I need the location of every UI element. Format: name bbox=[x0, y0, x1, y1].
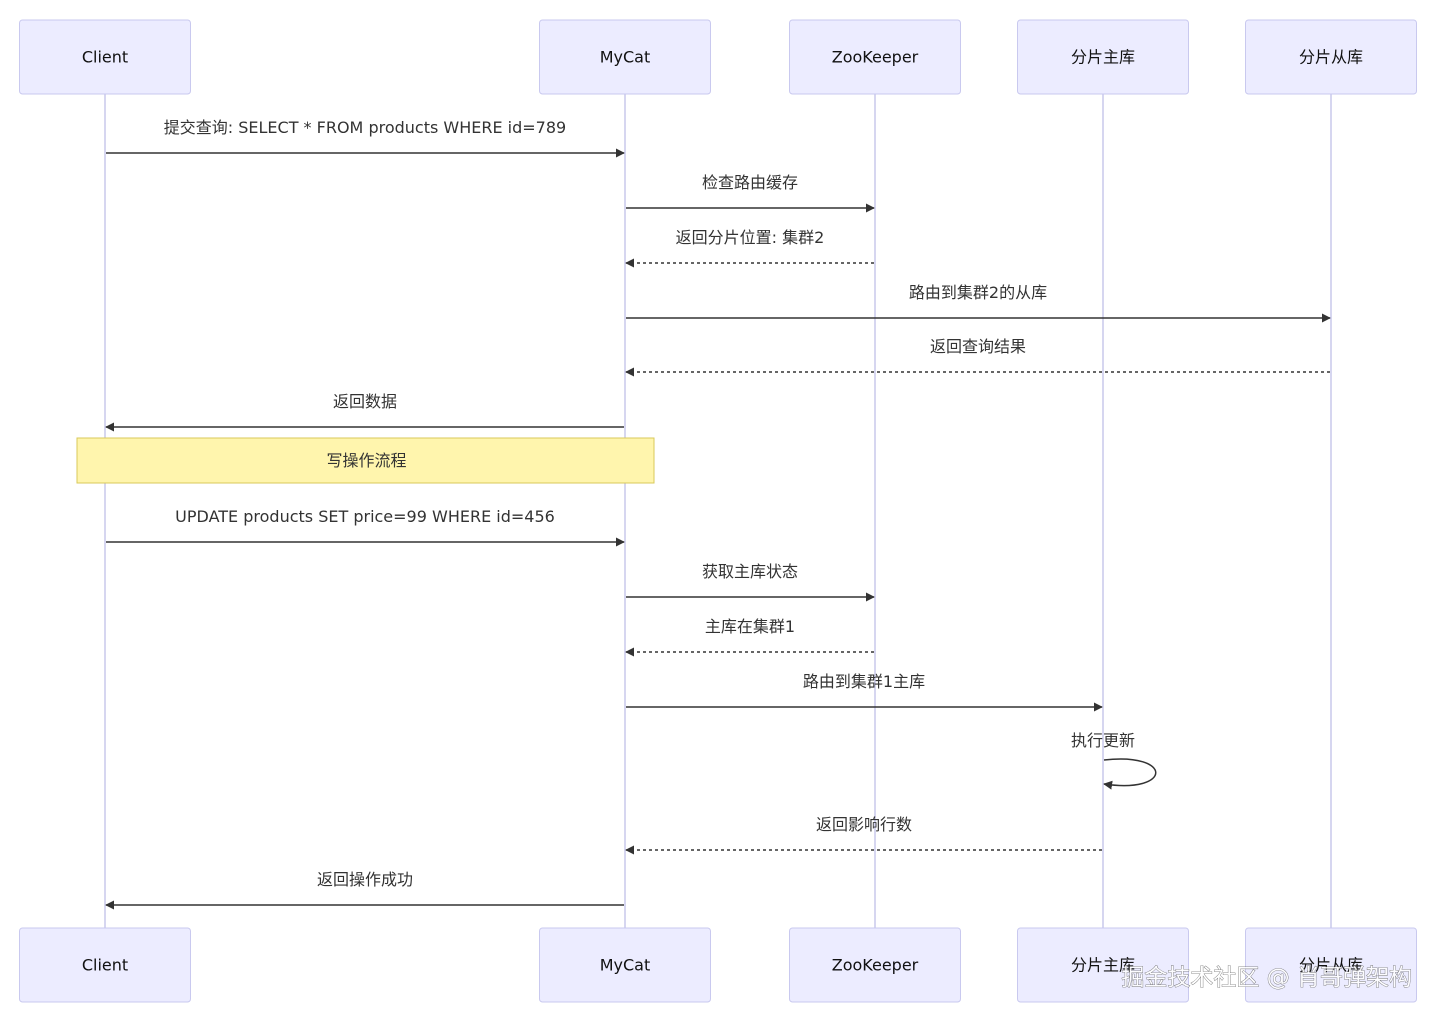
message-m8: 获取主库状态 bbox=[626, 562, 875, 602]
messages: 提交查询: SELECT * FROM products WHERE id=78… bbox=[105, 118, 1331, 910]
actor-mycat-bottom[interactable]: MyCat bbox=[539, 927, 711, 1003]
note-label: 写操作流程 bbox=[326, 451, 406, 470]
message-label: 路由到集群1主库 bbox=[803, 672, 925, 691]
actor-box bbox=[539, 927, 711, 1003]
actor-label: 分片主库 bbox=[1071, 48, 1135, 67]
actor-slave-bottom[interactable]: 分片从库 bbox=[1245, 927, 1417, 1003]
message-label: UPDATE products SET price=99 WHERE id=45… bbox=[175, 507, 555, 526]
message-m12: 返回影响行数 bbox=[625, 815, 1102, 855]
message-label: 路由到集群2的从库 bbox=[909, 283, 1047, 302]
actor-label: ZooKeeper bbox=[832, 48, 919, 67]
actors-top: Client MyCat ZooKeeper 分片主库 分片从库 bbox=[19, 19, 1417, 95]
message-m3: 返回分片位置: 集群2 bbox=[625, 228, 874, 268]
message-m7: UPDATE products SET price=99 WHERE id=45… bbox=[106, 507, 625, 547]
actor-box bbox=[1017, 927, 1189, 1003]
actor-master-bottom[interactable]: 分片主库 bbox=[1017, 927, 1189, 1003]
message-label: 返回影响行数 bbox=[816, 815, 912, 834]
message-label: 执行更新 bbox=[1071, 731, 1135, 750]
actor-slave-top[interactable]: 分片从库 bbox=[1245, 19, 1417, 95]
watermark-layer: 掘金技术社区 @ 肖哥弹架构 bbox=[1121, 965, 1412, 992]
actor-box bbox=[1017, 19, 1189, 95]
note-write-flow: 写操作流程 bbox=[76, 437, 655, 484]
message-m4: 路由到集群2的从库 bbox=[626, 283, 1331, 323]
message-label: 返回数据 bbox=[333, 392, 397, 411]
message-m9: 主库在集群1 bbox=[625, 617, 874, 657]
message-label: 返回分片位置: 集群2 bbox=[676, 228, 825, 247]
actor-label: MyCat bbox=[600, 48, 651, 67]
actors-bottom: Client MyCat ZooKeeper 分片主库 分片从库 bbox=[19, 927, 1417, 1003]
actor-label: 分片从库 bbox=[1299, 956, 1363, 975]
watermark: 掘金技术社区 @ 肖哥弹架构 bbox=[1121, 965, 1412, 991]
actor-box bbox=[1245, 19, 1417, 95]
actor-box bbox=[19, 927, 191, 1003]
actor-box bbox=[789, 19, 961, 95]
message-m10: 路由到集群1主库 bbox=[626, 672, 1103, 712]
message-label: 提交查询: SELECT * FROM products WHERE id=78… bbox=[164, 118, 566, 137]
message-label: 检查路由缓存 bbox=[702, 173, 798, 192]
message-label: 获取主库状态 bbox=[702, 562, 798, 581]
message-label: 主库在集群1 bbox=[705, 617, 795, 636]
note-layer: 写操作流程 bbox=[76, 437, 655, 484]
message-label: 返回操作成功 bbox=[317, 870, 413, 889]
actor-zookeeper-top[interactable]: ZooKeeper bbox=[789, 19, 961, 95]
message-m1: 提交查询: SELECT * FROM products WHERE id=78… bbox=[106, 118, 625, 158]
self-message-arrow bbox=[1103, 758, 1157, 790]
lifelines bbox=[104, 94, 1332, 928]
actor-box bbox=[1245, 927, 1417, 1003]
actor-mycat-top[interactable]: MyCat bbox=[539, 19, 711, 95]
actor-label: MyCat bbox=[600, 956, 651, 975]
actor-box bbox=[19, 19, 191, 95]
message-label: 返回查询结果 bbox=[930, 337, 1026, 356]
actor-label: Client bbox=[82, 48, 128, 67]
message-m11: 执行更新 bbox=[1071, 731, 1157, 790]
actor-zookeeper-bottom[interactable]: ZooKeeper bbox=[789, 927, 961, 1003]
actor-label: Client bbox=[82, 956, 128, 975]
actor-client-bottom[interactable]: Client bbox=[19, 927, 191, 1003]
message-m6: 返回数据 bbox=[105, 392, 624, 432]
message-m13: 返回操作成功 bbox=[105, 870, 624, 910]
actor-box bbox=[539, 19, 711, 95]
note-box bbox=[76, 437, 655, 484]
actor-label: 分片主库 bbox=[1071, 956, 1135, 975]
actor-box bbox=[789, 927, 961, 1003]
actor-client-top[interactable]: Client bbox=[19, 19, 191, 95]
message-m2: 检查路由缓存 bbox=[626, 173, 875, 213]
actor-master-top[interactable]: 分片主库 bbox=[1017, 19, 1189, 95]
actor-label: ZooKeeper bbox=[832, 956, 919, 975]
message-m5: 返回查询结果 bbox=[625, 337, 1330, 377]
actor-label: 分片从库 bbox=[1299, 48, 1363, 67]
